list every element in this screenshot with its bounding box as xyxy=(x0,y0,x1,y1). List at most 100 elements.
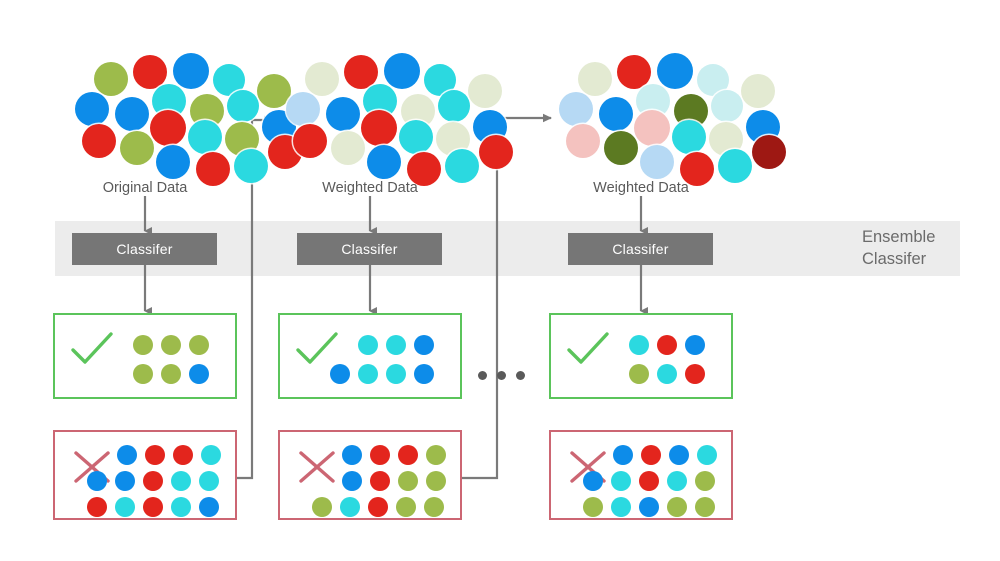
cluster-dot xyxy=(445,149,479,183)
cluster-dot xyxy=(305,62,339,96)
result-dot xyxy=(657,364,677,384)
result-dot xyxy=(87,471,107,491)
cluster-dot xyxy=(286,92,320,126)
cluster-dot xyxy=(196,152,230,186)
correct-result-box-2[interactable] xyxy=(278,313,462,399)
cluster-dot xyxy=(752,135,786,169)
result-dot xyxy=(695,471,715,491)
data-label-2: Weighted Data xyxy=(322,180,418,196)
correct-result-box-1[interactable] xyxy=(53,313,237,399)
check-mark-icon xyxy=(296,332,338,364)
result-dot xyxy=(161,364,181,384)
cluster-dot xyxy=(367,145,401,179)
cluster-dot xyxy=(156,145,190,179)
classifier-box-1[interactable]: Classifer xyxy=(72,233,217,265)
cluster-dot xyxy=(257,74,291,108)
cluster-dot xyxy=(344,55,378,89)
cluster-dot xyxy=(407,152,441,186)
cluster-dot xyxy=(657,53,693,89)
data-cluster-2 xyxy=(283,52,518,187)
result-dot xyxy=(611,497,631,517)
cross-mark-icon xyxy=(299,451,335,483)
cluster-dot xyxy=(120,131,154,165)
result-dot xyxy=(199,497,219,517)
data-cluster-3 xyxy=(556,52,791,187)
result-dot xyxy=(426,471,446,491)
cluster-dot xyxy=(94,62,128,96)
result-dot xyxy=(171,471,191,491)
cluster-dot xyxy=(133,55,167,89)
result-dot xyxy=(685,335,705,355)
classifier-box-3[interactable]: Classifer xyxy=(568,233,713,265)
result-dot xyxy=(312,497,332,517)
cluster-dot xyxy=(384,53,420,89)
cluster-dot xyxy=(468,74,502,108)
result-dot xyxy=(398,471,418,491)
result-dot xyxy=(639,497,659,517)
result-dot xyxy=(173,445,193,465)
cluster-dot xyxy=(293,124,327,158)
classifier-label: Classifer xyxy=(341,241,398,257)
ellipsis-indicator xyxy=(478,371,528,381)
cluster-dot xyxy=(741,74,775,108)
result-dot xyxy=(189,335,209,355)
result-dot xyxy=(657,335,677,355)
incorrect-result-box-2[interactable] xyxy=(278,430,462,520)
cluster-dot xyxy=(634,110,670,146)
result-dot xyxy=(583,497,603,517)
result-dot xyxy=(171,497,191,517)
result-dot xyxy=(201,445,221,465)
cluster-dot xyxy=(599,97,633,131)
result-dot xyxy=(368,497,388,517)
result-dot xyxy=(414,364,434,384)
check-mark-icon xyxy=(71,332,113,364)
data-cluster-1 xyxy=(72,52,307,187)
cluster-dot xyxy=(718,149,752,183)
cluster-dot xyxy=(617,55,651,89)
result-dot xyxy=(424,497,444,517)
cluster-dot xyxy=(173,53,209,89)
result-dot xyxy=(396,497,416,517)
result-dot xyxy=(340,497,360,517)
result-dot xyxy=(613,445,633,465)
result-dot xyxy=(145,445,165,465)
result-dot xyxy=(133,364,153,384)
cluster-dot xyxy=(672,120,706,154)
result-dot xyxy=(414,335,434,355)
result-dot xyxy=(199,471,219,491)
cluster-dot xyxy=(566,124,600,158)
result-dot xyxy=(386,364,406,384)
result-dot xyxy=(641,445,661,465)
cluster-dot xyxy=(604,131,638,165)
cluster-dot xyxy=(711,90,743,122)
cluster-dot xyxy=(578,62,612,96)
incorrect-result-box-3[interactable] xyxy=(549,430,733,520)
result-dot xyxy=(386,335,406,355)
result-dot xyxy=(629,364,649,384)
correct-result-box-3[interactable] xyxy=(549,313,733,399)
cluster-dot xyxy=(559,92,593,126)
cluster-dot xyxy=(227,90,259,122)
check-mark-icon xyxy=(567,332,609,364)
cluster-dot xyxy=(234,149,268,183)
result-dot xyxy=(669,445,689,465)
cluster-dot xyxy=(438,90,470,122)
result-dot xyxy=(685,364,705,384)
result-dot xyxy=(342,471,362,491)
result-dot xyxy=(143,497,163,517)
result-dot xyxy=(629,335,649,355)
classifier-label: Classifer xyxy=(612,241,669,257)
cluster-dot xyxy=(75,92,109,126)
cluster-dot xyxy=(399,120,433,154)
result-dot xyxy=(189,364,209,384)
data-label-3: Weighted Data xyxy=(593,180,689,196)
result-dot xyxy=(426,445,446,465)
result-dot xyxy=(667,471,687,491)
result-dot xyxy=(115,471,135,491)
classifier-box-2[interactable]: Classifer xyxy=(297,233,442,265)
result-dot xyxy=(370,445,390,465)
incorrect-result-box-1[interactable] xyxy=(53,430,237,520)
cluster-dot xyxy=(150,110,186,146)
result-dot xyxy=(133,335,153,355)
